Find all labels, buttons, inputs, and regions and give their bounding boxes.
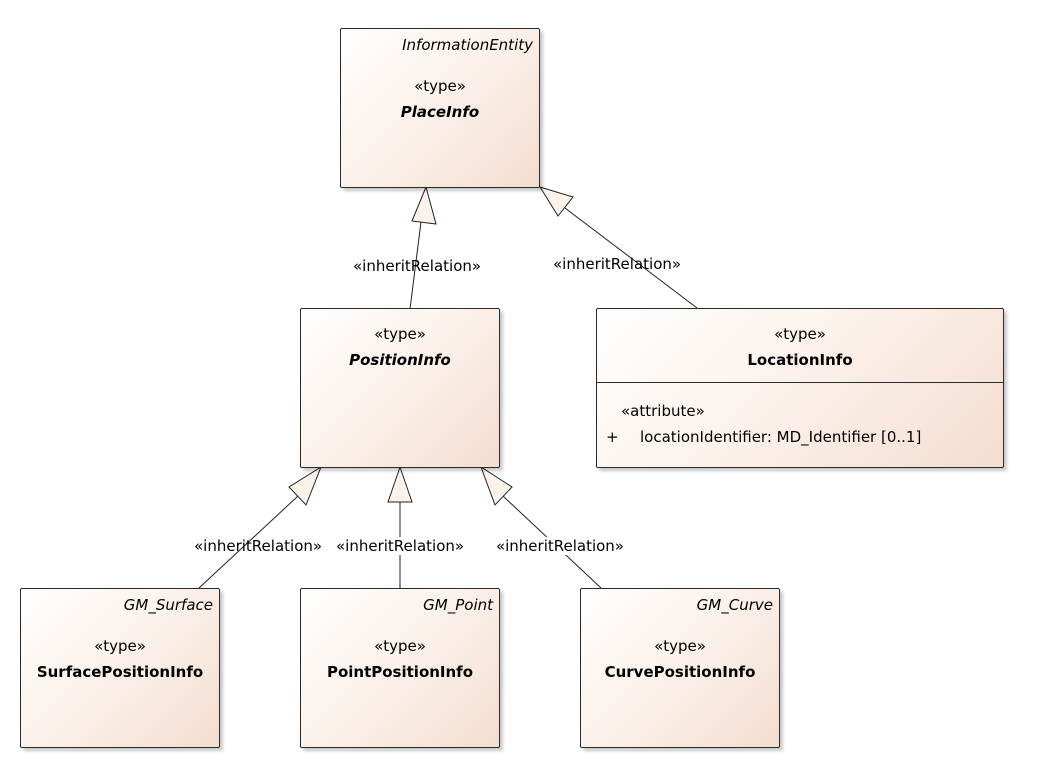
generalization-line-location-to-place[interactable] — [564, 207, 698, 309]
class-point-position-info[interactable]: GM_Point «type» PointPositionInfo — [300, 588, 500, 748]
relation-label-curve-to-position: «inheritRelation» — [482, 537, 624, 555]
stereotype-label: «type» — [374, 325, 426, 343]
generalization-line-position-to-place[interactable] — [409, 221, 422, 310]
generalization-arrowhead-point-to-position — [387, 465, 413, 503]
stereotype-label: «type» — [414, 77, 466, 95]
class-name: PositionInfo — [349, 351, 451, 369]
parent-package-label: GM_Point — [423, 596, 493, 614]
stereotype-label: «type» — [94, 637, 146, 655]
generalization-arrowhead-position-to-place — [411, 185, 437, 225]
attribute-location-identifier[interactable]: locationIdentifier: MD_Identifier [0..1] — [640, 428, 922, 446]
generalization-arrowhead-location-to-place — [538, 186, 574, 217]
class-name: SurfacePositionInfo — [36, 663, 204, 681]
relation-label-location-to-place: «inheritRelation» — [553, 255, 682, 273]
class-place-info[interactable]: InformationEntity «type» PlaceInfo — [340, 28, 540, 188]
stereotype-label: «type» — [654, 637, 706, 655]
attribute-stereotype-label: «attribute» — [621, 402, 705, 420]
parent-package-label: InformationEntity — [402, 36, 533, 54]
class-position-info[interactable]: «type» PositionInfo — [300, 308, 500, 468]
class-name: CurvePositionInfo — [604, 663, 756, 681]
stereotype-label: «type» — [374, 637, 426, 655]
parent-package-label: GM_Curve — [696, 596, 773, 614]
stereotype-label: «type» — [774, 325, 826, 343]
class-curve-position-info[interactable]: GM_Curve «type» CurvePositionInfo — [580, 588, 780, 748]
relation-label-surface-to-position: «inheritRelation» — [194, 537, 323, 555]
attribute-visibility: + — [606, 428, 619, 446]
attribute-compartment-divider — [597, 382, 1003, 383]
class-name: PlaceInfo — [400, 103, 480, 121]
generalization-arrowhead-curve-to-position — [480, 465, 513, 506]
class-name: LocationInfo — [747, 351, 853, 369]
relation-label-point-to-position: «inheritRelation» — [336, 537, 465, 555]
parent-package-label: GM_Surface — [123, 596, 213, 614]
generalization-arrowhead-surface-to-position — [288, 465, 323, 506]
generalization-line-surface-to-position[interactable] — [198, 495, 299, 589]
class-surface-position-info[interactable]: GM_Surface «type» SurfacePositionInfo — [20, 588, 220, 748]
relation-label-position-to-place: «inheritRelation» — [353, 257, 482, 275]
class-location-info[interactable]: «type» LocationInfo «attribute» + locati… — [596, 308, 1004, 468]
class-name: PointPositionInfo — [326, 663, 474, 681]
